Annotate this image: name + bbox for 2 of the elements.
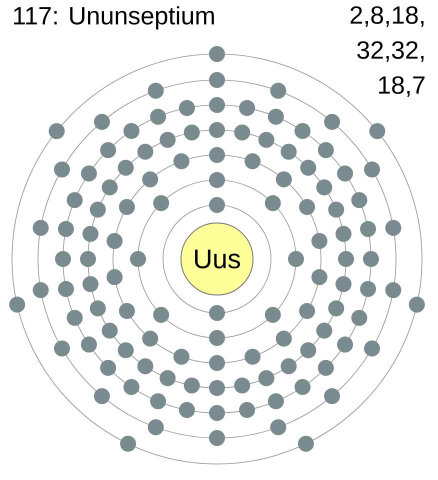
title: 117: Ununseptium	[14, 6, 214, 30]
electron-configuration: 2,8,18, 32,32, 18,7	[350, 6, 425, 97]
